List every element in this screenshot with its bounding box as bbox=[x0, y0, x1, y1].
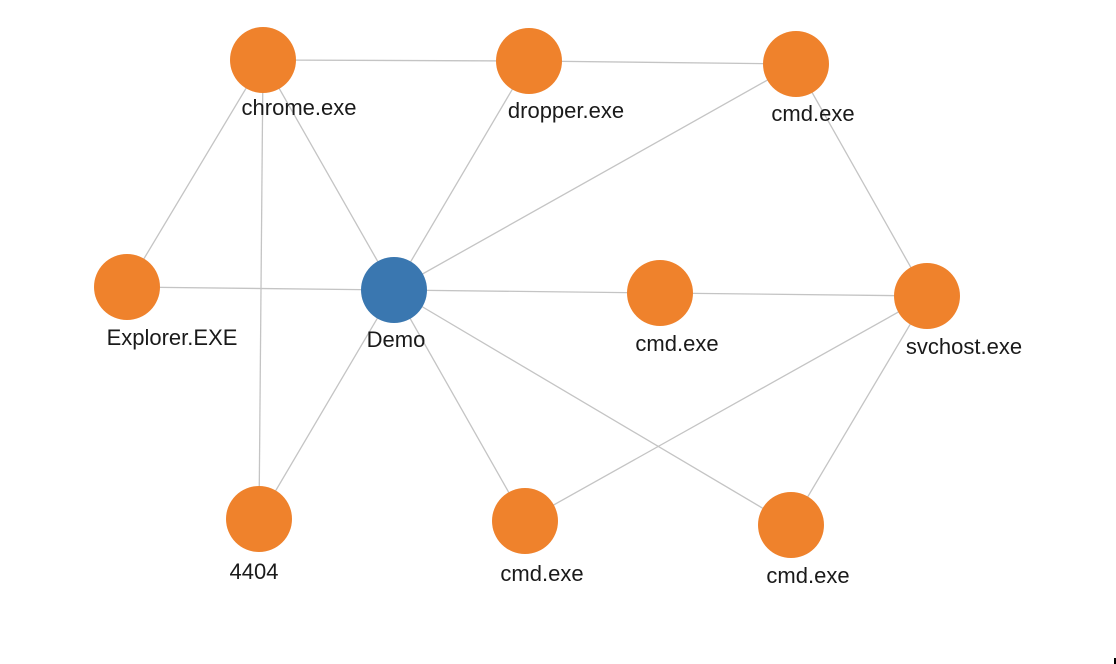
node-cmd_bottom_right[interactable]: cmd.exe bbox=[758, 492, 850, 588]
node-cmd_mid[interactable]: cmd.exe bbox=[627, 260, 719, 356]
node-circle-dropper[interactable] bbox=[496, 28, 562, 94]
node-demo[interactable]: Demo bbox=[361, 257, 427, 352]
node-dropper[interactable]: dropper.exe bbox=[496, 28, 624, 123]
edge-cmd_mid-svchost bbox=[659, 292, 928, 297]
edge-svchost-cmd_bottom_right bbox=[790, 295, 928, 526]
node-label-dropper: dropper.exe bbox=[508, 98, 624, 123]
edge-demo-n4404 bbox=[258, 289, 395, 520]
edge-dropper-demo bbox=[393, 60, 530, 291]
edge-chrome-dropper bbox=[262, 59, 530, 62]
edges-layer bbox=[126, 59, 928, 526]
edge-dropper-cmd_top bbox=[528, 60, 797, 65]
node-circle-cmd_bottom_left[interactable] bbox=[492, 488, 558, 554]
node-svchost[interactable]: svchost.exe bbox=[894, 263, 1022, 359]
node-circle-chrome[interactable] bbox=[230, 27, 296, 93]
edge-cmd_top-svchost bbox=[795, 63, 928, 297]
node-label-cmd_bottom_right: cmd.exe bbox=[766, 563, 849, 588]
edge-cmd_top-demo bbox=[393, 63, 797, 291]
edge-demo-cmd_mid bbox=[393, 289, 661, 294]
edge-explorer-demo bbox=[126, 286, 395, 291]
corner-marker bbox=[1114, 658, 1116, 664]
node-circle-demo[interactable] bbox=[361, 257, 427, 323]
node-circle-svchost[interactable] bbox=[894, 263, 960, 329]
edge-chrome-explorer bbox=[126, 59, 264, 288]
node-circle-cmd_mid[interactable] bbox=[627, 260, 693, 326]
node-cmd_top[interactable]: cmd.exe bbox=[763, 31, 855, 126]
node-circle-n4404[interactable] bbox=[226, 486, 292, 552]
node-explorer[interactable]: Explorer.EXE bbox=[94, 254, 237, 350]
node-label-explorer: Explorer.EXE bbox=[107, 325, 238, 350]
node-label-demo: Demo bbox=[367, 327, 426, 352]
node-circle-explorer[interactable] bbox=[94, 254, 160, 320]
edge-chrome-demo bbox=[262, 59, 395, 291]
node-label-cmd_mid: cmd.exe bbox=[635, 331, 718, 356]
edge-svchost-cmd_bottom_left bbox=[524, 295, 928, 522]
node-circle-cmd_bottom_right[interactable] bbox=[758, 492, 824, 558]
node-label-n4404: 4404 bbox=[230, 559, 279, 584]
edge-chrome-n4404 bbox=[258, 59, 264, 520]
node-circle-cmd_top[interactable] bbox=[763, 31, 829, 97]
node-label-cmd_bottom_left: cmd.exe bbox=[500, 561, 583, 586]
node-label-cmd_top: cmd.exe bbox=[771, 101, 854, 126]
node-label-svchost: svchost.exe bbox=[906, 334, 1022, 359]
node-cmd_bottom_left[interactable]: cmd.exe bbox=[492, 488, 584, 586]
node-n4404[interactable]: 4404 bbox=[226, 486, 292, 584]
edge-demo-cmd_bottom_left bbox=[393, 289, 526, 522]
edge-demo-cmd_bottom_right bbox=[393, 289, 792, 526]
node-chrome[interactable]: chrome.exe bbox=[230, 27, 356, 120]
node-label-chrome: chrome.exe bbox=[242, 95, 357, 120]
